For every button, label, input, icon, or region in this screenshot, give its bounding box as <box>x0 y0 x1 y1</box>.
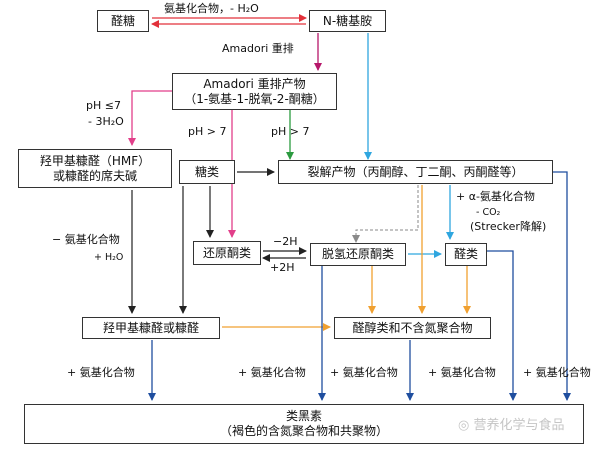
label-minus-2h: −2H <box>273 235 298 248</box>
watermark-icon: ◎ <box>458 418 474 433</box>
hmf-schiff-base-line1: 羟甲基糠醛（HMF） <box>39 153 151 168</box>
label-plus-h2o: + H₂O <box>94 252 124 263</box>
node-aldols-polymers-label: 醛醇类和不含氮聚合物 <box>352 320 473 335</box>
hmf-schiff-base-line2: 或糠醛的席夫碱 <box>52 168 137 183</box>
node-n-glycosylamine: N-糖基胺 <box>309 10 386 32</box>
label-plus-amino-5: + 氨基化合物 <box>523 366 591 379</box>
label-ph-le-7: pH ≤7 <box>86 99 121 112</box>
node-reductones-label: 还原酮类 <box>202 245 251 260</box>
node-hmf-schiff-base: 羟甲基糠醛（HMF） 或糠醛的席夫碱 <box>18 149 172 188</box>
label-alpha-amino-acid: + α-氨基化合物 <box>456 190 535 203</box>
node-melanoidins: 类黑素 （褐色的含氮聚合物和共聚物） <box>24 404 584 444</box>
node-aldols-polymers: 醛醇类和不含氮聚合物 <box>334 317 491 339</box>
amadori-product-line2: （1-氨基-1-脱氧-2-酮糖） <box>184 91 325 106</box>
label-minus-amino-compound: − 氨基化合物 <box>52 233 120 246</box>
node-fission-products: 裂解产物（丙酮醇、丁二酮、丙酮醛等） <box>278 160 553 184</box>
node-sugars: 糖类 <box>179 160 235 184</box>
arrow-aldehydes-to-melanoidins <box>487 250 517 401</box>
node-hmf-or-furfural-label: 羟甲基糠醛或糠醛 <box>102 320 199 335</box>
label-plus-amino-3: + 氨基化合物 <box>330 366 398 379</box>
node-aldehydes-label: 醛类 <box>453 247 478 261</box>
node-fission-products-label: 裂解产物（丙酮醇、丁二酮、丙酮醛等） <box>307 164 524 179</box>
label-plus-2h: +2H <box>270 261 295 274</box>
label-ph-gt-7-a: pH > 7 <box>188 125 227 138</box>
node-aldehydes: 醛类 <box>445 243 487 266</box>
label-plus-amino-2: + 氨基化合物 <box>238 366 306 379</box>
node-reductones: 还原酮类 <box>193 241 261 265</box>
label-strecker: (Strecker降解) <box>470 220 547 233</box>
label-amadori-rearrangement: Amadori 重排 <box>222 42 294 55</box>
label-plus-amino-1: + 氨基化合物 <box>67 366 135 379</box>
label-minus-co2: - CO₂ <box>476 207 501 218</box>
label-plus-amino-4: + 氨基化合物 <box>428 366 496 379</box>
amadori-product-line1: Amadori 重排产物 <box>203 76 306 91</box>
node-dehydroreductones: 脱氢还原酮类 <box>310 243 406 266</box>
melanoidins-line1: 类黑素 <box>285 409 322 423</box>
node-hmf-or-furfural: 羟甲基糠醛或糠醛 <box>82 317 220 339</box>
arrow-amadori-to-hmf <box>128 90 172 146</box>
label-amino-compound-minus-water: 氨基化合物，- H₂O <box>164 2 259 15</box>
node-aldose: 醛糖 <box>97 10 149 32</box>
arrow-fission-to-dehydro <box>352 185 419 243</box>
arrow-fission-to-melanoidins <box>553 171 571 401</box>
watermark: ◎ 营养化学与食品 <box>458 414 565 433</box>
label-minus-3h2o: - 3H₂O <box>88 115 124 128</box>
label-ph-gt-7-b: pH > 7 <box>271 125 310 138</box>
node-sugars-label: 糖类 <box>194 164 219 179</box>
node-aldose-label: 醛糖 <box>110 13 135 28</box>
node-n-glycosylamine-label: N-糖基胺 <box>322 13 373 28</box>
melanoidins-line2: （褐色的含氮聚合物和共聚物） <box>219 424 388 438</box>
watermark-text: 营养化学与食品 <box>473 418 565 433</box>
node-dehydroreductones-label: 脱氢还原酮类 <box>321 247 394 261</box>
node-amadori-product: Amadori 重排产物 （1-氨基-1-脱氧-2-酮糖） <box>172 73 337 110</box>
